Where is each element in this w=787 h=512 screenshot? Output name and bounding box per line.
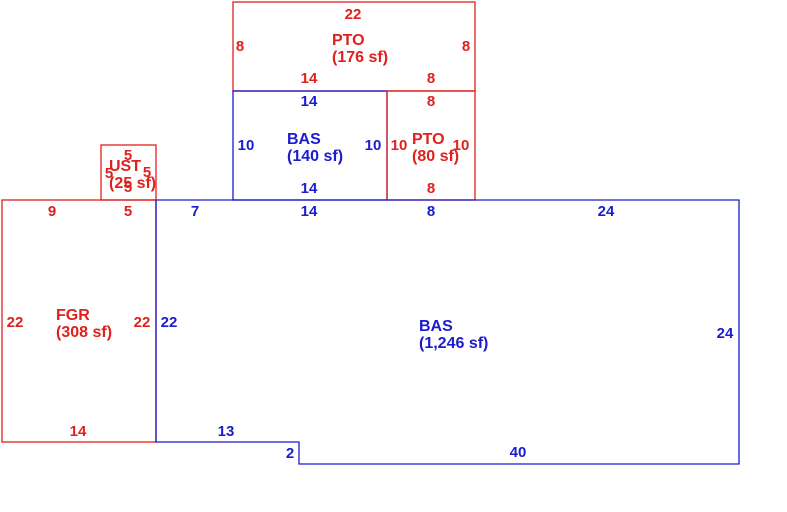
- bas-main-bottom-dim: 40: [510, 444, 527, 461]
- fgr-code: FGR: [56, 307, 90, 324]
- pto-large-area: (176 sf): [332, 49, 388, 66]
- fgr-right-dim: 22: [134, 314, 151, 331]
- fgr-left-dim: 22: [7, 314, 24, 331]
- ust-code: UST: [109, 158, 141, 175]
- fgr-bottom-dim: 14: [70, 423, 87, 440]
- bas-small-left-dim: 10: [238, 137, 255, 154]
- pto-large-left-dim: 8: [236, 38, 244, 55]
- pto-large-bottom-left-dim: 14: [301, 70, 318, 87]
- ust-top-dim: 5: [124, 147, 132, 164]
- bas-small-bottom-dim: 14: [301, 180, 318, 197]
- bas-small-top-dim: 14: [301, 93, 318, 110]
- ust-base-dim: 5: [124, 203, 132, 220]
- ust-left-dim: 5: [105, 165, 113, 182]
- bas-main-bottom-left-dim: 13: [218, 423, 235, 440]
- fgr-area: (308 sf): [56, 324, 112, 341]
- bas-small-code: BAS: [287, 131, 321, 148]
- bas-main-right-dim: 24: [717, 325, 734, 342]
- bas-main-area: (1,246 sf): [419, 335, 488, 352]
- ust-right-dim: 5: [143, 164, 151, 181]
- pto-large-right-dim: 8: [462, 38, 470, 55]
- pto-small-bottom-dim: 8: [427, 180, 435, 197]
- bas-main-outline: [155, 199, 740, 465]
- bas-small-right-dim: 10: [365, 137, 382, 154]
- ust-area: (25 sf): [109, 175, 156, 192]
- bas-main-top-right-b-dim: 24: [598, 203, 615, 220]
- pto-small-area: (80 sf): [412, 148, 459, 165]
- pto-small-left-dim: 10: [391, 137, 408, 154]
- pto-large-bottom-right-dim: 8: [427, 70, 435, 87]
- pto-small-right-dim: 10: [453, 137, 470, 154]
- pto-large-top-dim: 22: [345, 6, 362, 23]
- pto-small-top-dim: 8: [427, 93, 435, 110]
- bas-main-left-dim: 22: [161, 314, 178, 331]
- bas-small-area: (140 sf): [287, 148, 343, 165]
- bas-main-top-left-dim: 7: [191, 203, 199, 220]
- bas-main-step-dim: 2: [286, 445, 294, 462]
- bas-main-top-mid-dim: 14: [301, 203, 318, 220]
- bas-main-top-right-a-dim: 8: [427, 203, 435, 220]
- fgr-top-dim: 9: [48, 203, 56, 220]
- pto-small-code: PTO: [412, 131, 445, 148]
- bas-main-code: BAS: [419, 318, 453, 335]
- pto-large-code: PTO: [332, 32, 365, 49]
- ust-bottom-dim: 5: [124, 179, 132, 196]
